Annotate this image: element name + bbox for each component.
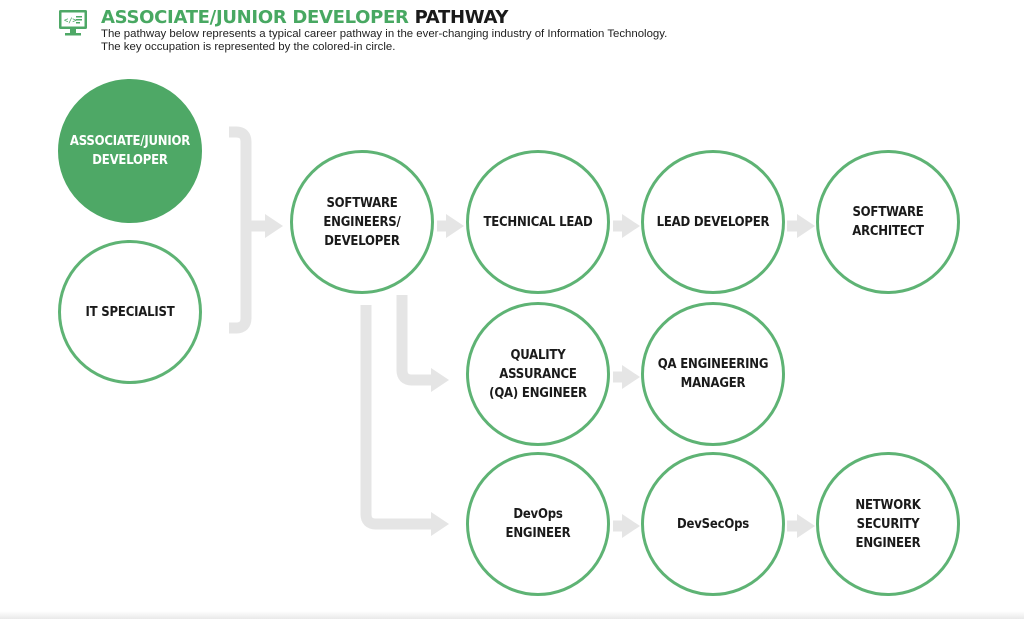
node-software-engineers-developer: SOFTWARE ENGINEERS/ DEVELOPER — [290, 150, 434, 294]
node-label: DevSecOps — [676, 516, 750, 532]
svg-text:</>: </> — [64, 17, 77, 25]
node-lead-developer: LEAD DEVELOPER — [641, 150, 785, 294]
arrowhead-devops — [431, 512, 449, 536]
subtitle-line-2: The key occupation is represented by the… — [101, 40, 396, 53]
node-associate-junior-developer: ASSOCIATE/JUNIOR DEVELOPER — [58, 79, 202, 223]
arrowhead-lead-dev — [622, 214, 640, 238]
node-software-architect: SOFTWARE ARCHITECT — [816, 150, 960, 294]
node-label: LEAD DEVELOPER — [656, 214, 770, 230]
arrowhead-network-security — [797, 514, 815, 538]
branch-devops — [360, 305, 432, 530]
node-quality-assurance-engineer: QUALITY ASSURANCE (QA) ENGINEER — [466, 302, 610, 446]
node-label: SOFTWARE ARCHITECT — [852, 205, 924, 239]
arrowhead-bracket — [265, 214, 283, 238]
arrowhead-architect — [797, 214, 815, 238]
node-label: QUALITY ASSURANCE (QA) ENGINEER — [489, 347, 587, 401]
subtitle-line-1: The pathway below represents a typical c… — [101, 28, 668, 40]
arrowhead-qa — [431, 368, 449, 392]
node-qa-engineering-manager: QA ENGINEERING MANAGER — [641, 302, 785, 446]
node-label: SOFTWARE ENGINEERS/ DEVELOPER — [323, 195, 401, 249]
page-subtitle: The pathway below represents a typical c… — [101, 28, 667, 53]
bottom-fade — [0, 611, 1024, 619]
node-technical-lead: TECHNICAL LEAD — [466, 150, 610, 294]
node-label: DevOps ENGINEER — [505, 507, 571, 541]
title-highlight: ASSOCIATE/JUNIOR DEVELOPER — [101, 7, 409, 28]
arrowhead-devsecops — [622, 514, 640, 538]
arrowhead-qa-manager — [622, 365, 640, 389]
page-title: ASSOCIATE/JUNIOR DEVELOPER PATHWAY — [101, 8, 508, 28]
title-rest: PATHWAY — [414, 7, 509, 28]
node-label: QA ENGINEERING MANAGER — [657, 357, 769, 391]
node-label: ASSOCIATE/JUNIOR DEVELOPER — [69, 134, 191, 168]
arrowhead-tech-lead — [446, 214, 464, 238]
computer-code-icon: </> — [59, 10, 87, 36]
entry-bracket — [229, 126, 252, 334]
node-network-security-engineer: NETWORK SECURITY ENGINEER — [816, 452, 960, 596]
node-devops-engineer: DevOps ENGINEER — [466, 452, 610, 596]
node-it-specialist: IT SPECIALIST — [58, 240, 202, 384]
node-label: NETWORK SECURITY ENGINEER — [855, 497, 921, 551]
node-devsecops: DevSecOps — [641, 452, 785, 596]
node-label: TECHNICAL LEAD — [483, 214, 593, 230]
branch-qa — [396, 295, 432, 386]
node-label: IT SPECIALIST — [85, 304, 175, 320]
